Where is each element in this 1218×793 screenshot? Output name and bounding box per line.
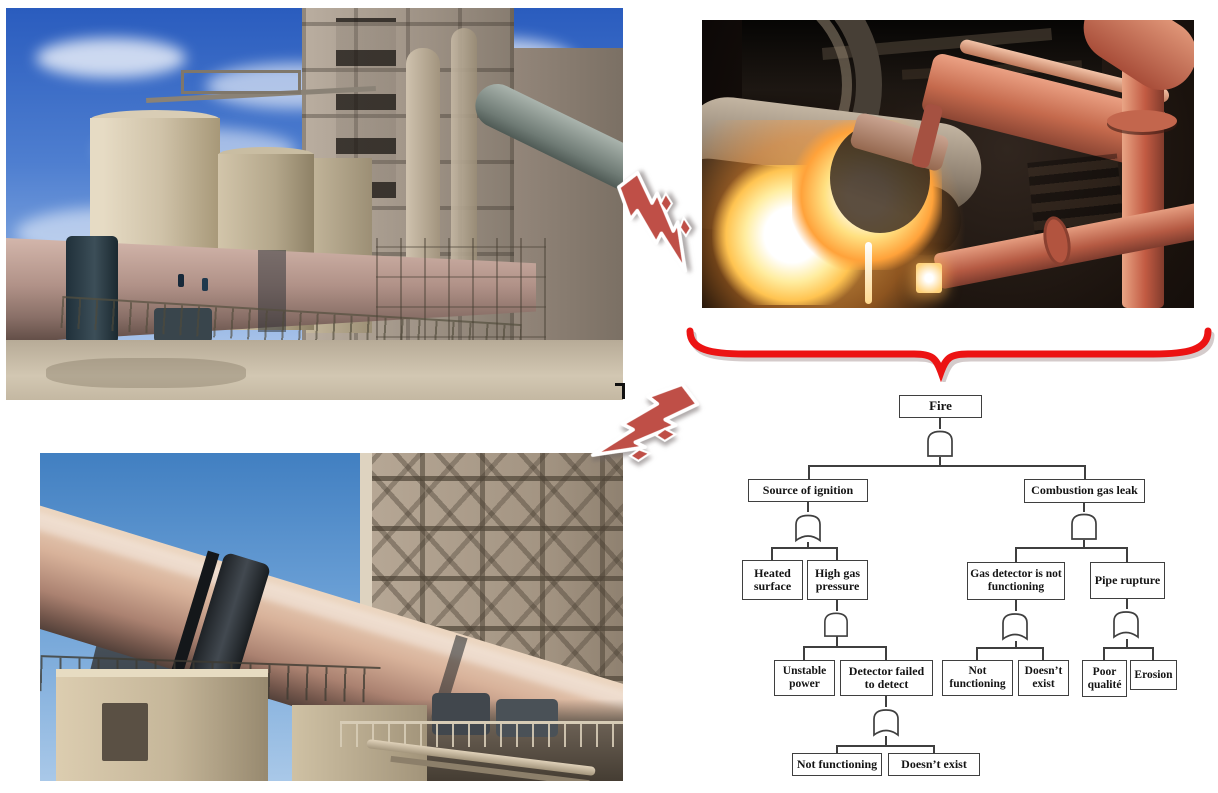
- connector-line: [836, 745, 838, 753]
- glow-window: [916, 263, 942, 293]
- corner-mark: [622, 383, 625, 399]
- tree-node-gd-not-functioning: Not functioning: [942, 660, 1013, 696]
- connector-line: [808, 465, 810, 479]
- tree-node-gd-doesnt-exist: Doesn’t exist: [1018, 660, 1069, 696]
- tree-node-bottom-doesnt-exist: Doesn’t exist: [888, 753, 980, 776]
- connector-line: [939, 457, 941, 466]
- ground: [6, 340, 623, 400]
- tree-node-high-gas-pressure: High gas pressure: [807, 560, 868, 600]
- connector-line: [1015, 600, 1017, 611]
- or-gate-icon: [1002, 613, 1028, 641]
- connector-line: [836, 636, 838, 647]
- connector-line: [836, 745, 935, 747]
- connector-line: [1126, 599, 1128, 609]
- ground-patch: [46, 358, 246, 388]
- connector-line: [1042, 647, 1044, 660]
- concrete-pier: [56, 669, 268, 781]
- worker: [178, 274, 184, 287]
- cloud: [36, 38, 186, 78]
- tree-node-source-of-ignition: Source of ignition: [748, 479, 868, 502]
- cyclone-column: [406, 48, 440, 298]
- tree-node-erosion: Erosion: [1130, 660, 1177, 690]
- tree-node-gas-detector-not-functioning: Gas detector is not functioning: [967, 562, 1065, 600]
- pier-top-edge: [56, 669, 268, 677]
- connector-line: [803, 646, 805, 660]
- tree-node-fire: Fire: [899, 395, 982, 418]
- connector-line: [1103, 647, 1105, 660]
- tree-node-bottom-not-functioning: Not functioning: [792, 753, 882, 776]
- tree-node-detector-failed: Detector failed to detect: [840, 660, 933, 696]
- connector-line: [771, 547, 838, 549]
- or-gate-icon: [795, 514, 821, 543]
- and-gate-icon: [824, 612, 848, 637]
- curly-brace-icon: [686, 327, 1215, 382]
- connector-line: [1126, 639, 1128, 648]
- connector-line: [771, 547, 773, 560]
- vertical-pipe: [1122, 48, 1164, 308]
- connector-line: [885, 646, 887, 660]
- connector-line: [885, 696, 887, 707]
- connector-line: [1083, 540, 1085, 547]
- connector-line: [1126, 547, 1128, 562]
- connector-line: [885, 736, 887, 745]
- connector-line: [807, 542, 809, 548]
- connector-line: [939, 418, 941, 429]
- connector-line: [1015, 547, 1017, 562]
- connector-line: [1152, 647, 1154, 660]
- connector-line: [1015, 641, 1017, 648]
- cement-plant-photo: [6, 8, 623, 400]
- cyclone-column: [451, 28, 477, 298]
- pipe-flange: [1107, 110, 1177, 132]
- connector-line: [933, 745, 935, 753]
- connector-line: [1015, 547, 1128, 549]
- connector-line: [807, 502, 809, 512]
- worker: [202, 278, 208, 291]
- connector-line: [803, 646, 887, 648]
- and-gate-icon: [1071, 513, 1097, 540]
- lightning-bolt-icon: [590, 382, 700, 463]
- connector-line: [1103, 647, 1154, 649]
- or-gate-icon: [1113, 611, 1139, 639]
- connector-line: [1083, 503, 1085, 512]
- tree-node-poor-qualite: Poor qualité: [1082, 660, 1127, 697]
- connector-line: [976, 647, 1044, 649]
- or-gate-icon: [873, 709, 899, 737]
- molten-drip: [865, 242, 872, 304]
- pier-door: [102, 703, 148, 761]
- tree-node-pipe-rupture: Pipe rupture: [1090, 562, 1165, 599]
- connector-line: [808, 465, 1086, 467]
- tree-node-combustion-gas-leak: Combustion gas leak: [1024, 479, 1145, 503]
- lightning-bolt-icon: [616, 171, 692, 273]
- corner-mark: [615, 383, 625, 386]
- connector-line: [836, 547, 838, 560]
- and-gate-icon: [927, 430, 953, 457]
- connector-line: [976, 647, 978, 660]
- kiln-fire-photo: [702, 20, 1194, 308]
- tree-node-heated-surface: Heated surface: [742, 560, 803, 600]
- rotary-kiln-photo: [40, 453, 623, 781]
- tree-node-unstable-power: Unstable power: [774, 660, 835, 696]
- connector-line: [836, 600, 838, 611]
- silo-top-frame: [181, 70, 301, 94]
- connector-line: [1084, 465, 1086, 479]
